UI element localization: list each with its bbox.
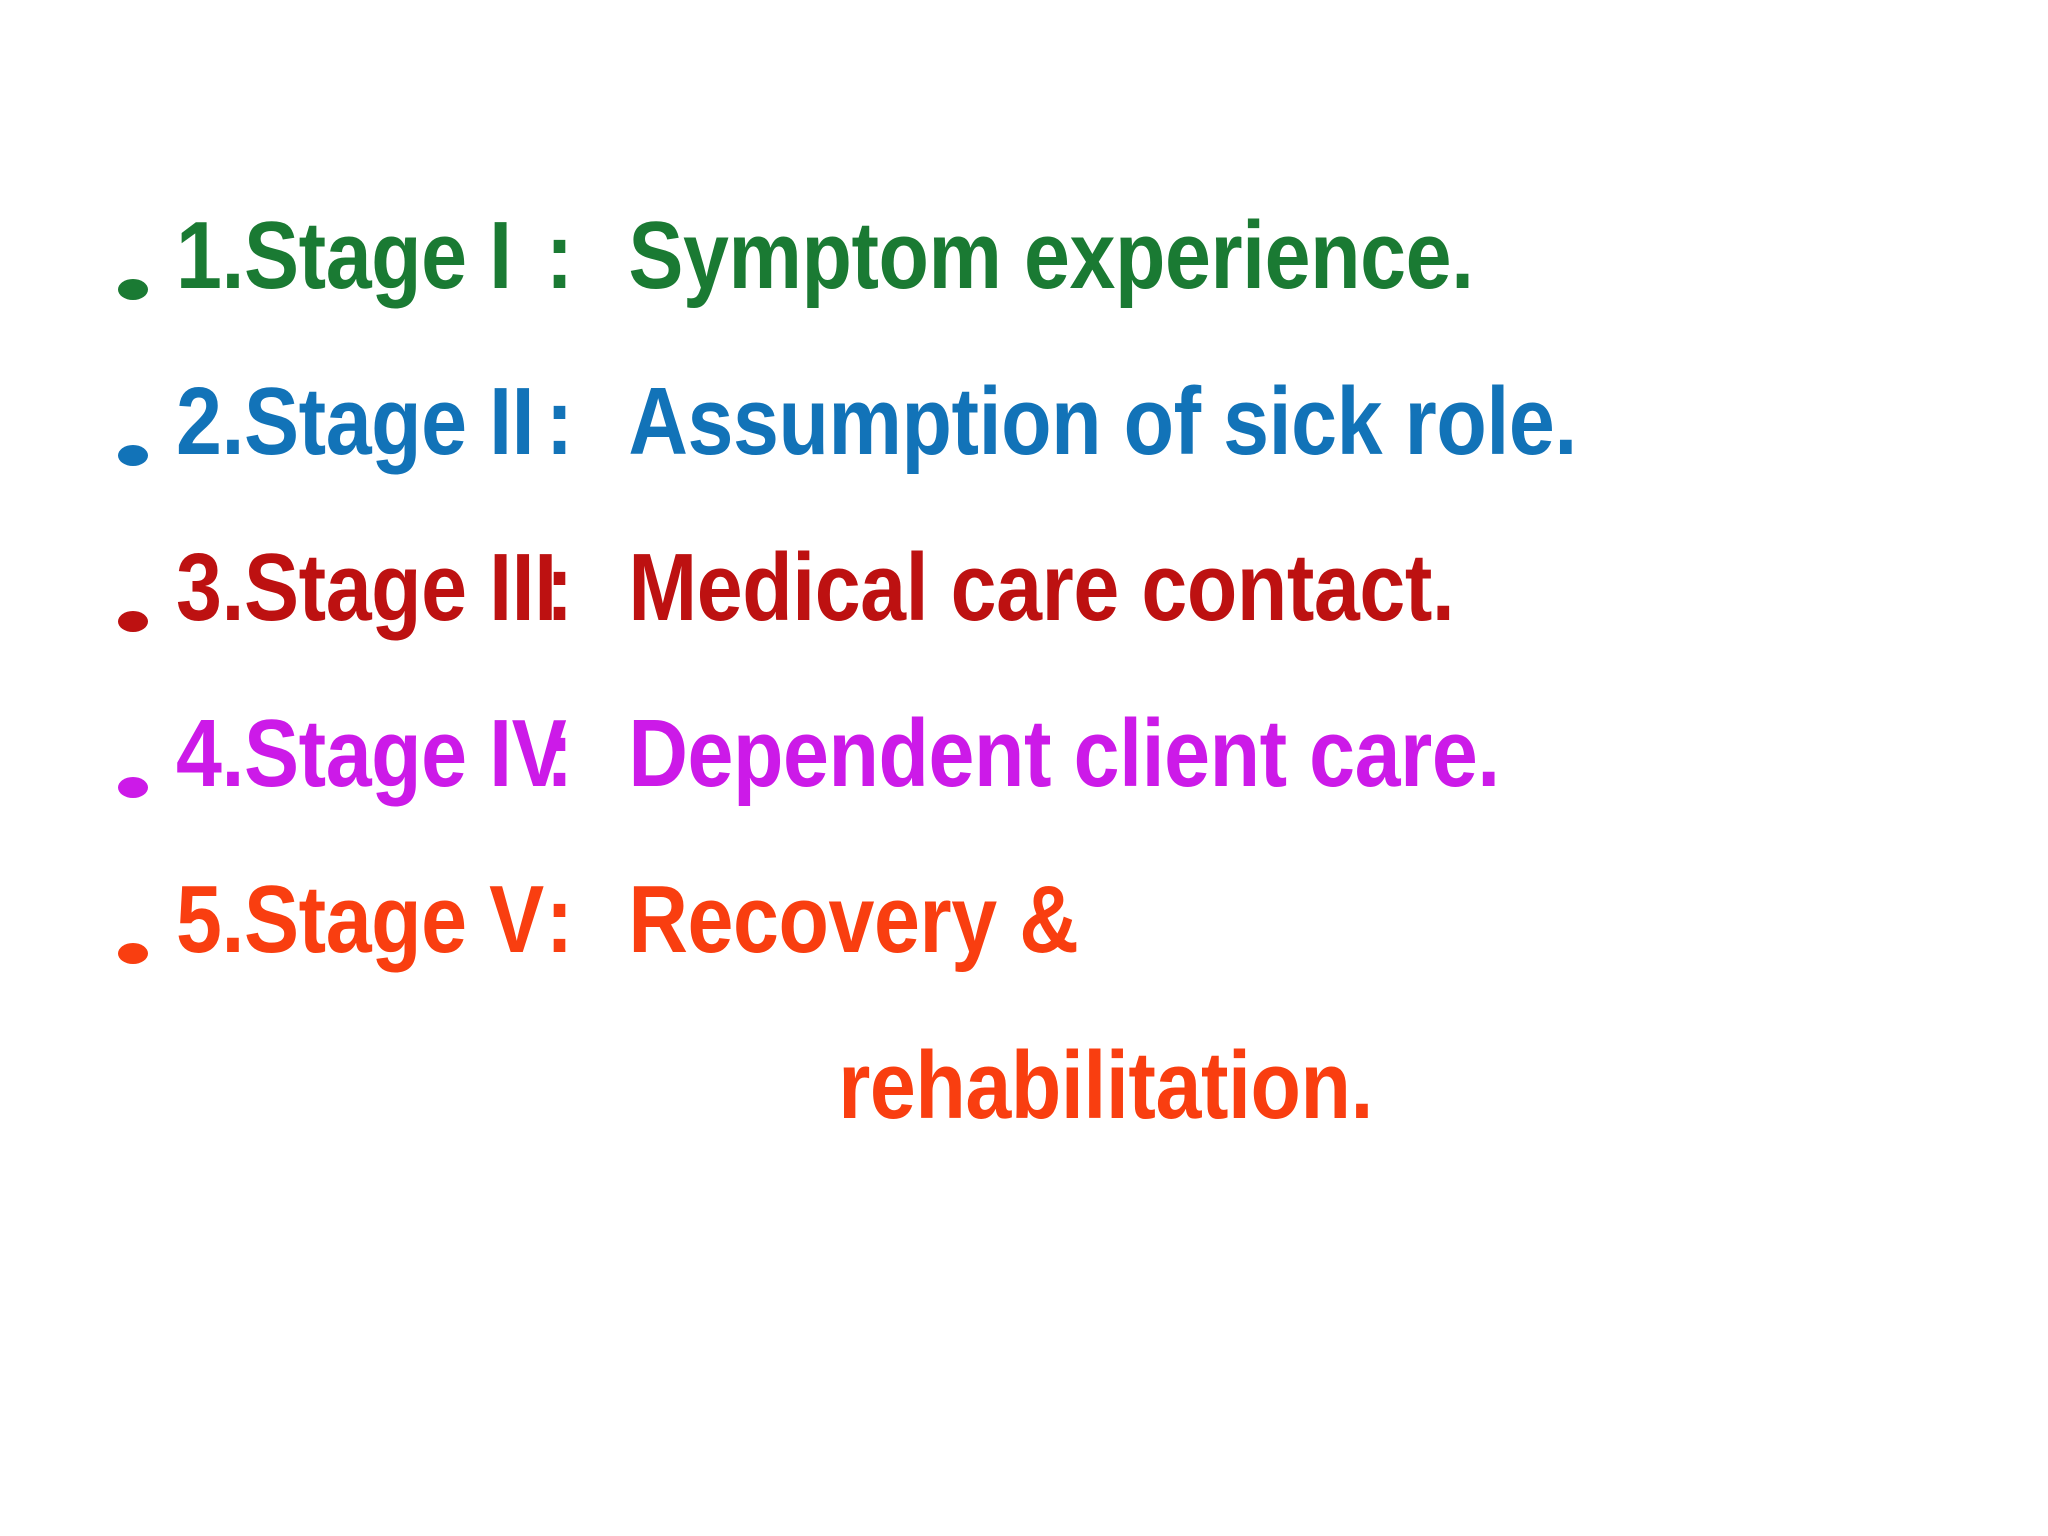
stage-label: 1.Stage I: [176, 202, 512, 309]
stage-description: Symptom experience.: [628, 202, 1474, 309]
bullet-point-icon: [118, 610, 148, 632]
list-item[interactable]: 5.Stage V : Recovery &: [0, 872, 2048, 1038]
list-item-content: 3.Stage III : Medical care contact.: [176, 534, 1455, 641]
bullet-point-icon: [118, 278, 148, 300]
list-item[interactable]: 1.Stage I : Symptom experience.: [0, 208, 2048, 374]
stage-label: 5.Stage V: [176, 866, 544, 973]
bullet-point-icon: [118, 942, 148, 964]
separator-colon: :: [545, 534, 573, 641]
separator-colon: :: [545, 700, 573, 807]
stage-description-continuation: rehabilitation.: [838, 1032, 1374, 1139]
stage-description: Medical care contact.: [628, 534, 1455, 641]
list-item[interactable]: 2.Stage II : Assumption of sick role.: [0, 374, 2048, 540]
stage-description: Dependent client care.: [628, 700, 1500, 807]
list-item[interactable]: 3.Stage III : Medical care contact.: [0, 540, 2048, 706]
stage-label: 4.Stage IV: [176, 700, 567, 807]
stage-label: 3.Stage III: [176, 534, 557, 641]
separator-colon: :: [545, 866, 573, 973]
list-item-content: 2.Stage II : Assumption of sick role.: [176, 374, 1577, 470]
list-item-content: 1.Stage I : Symptom experience.: [176, 208, 1474, 304]
list-item-continuation: rehabilitation.: [0, 1038, 2048, 1204]
list-item-content: 5.Stage V : Recovery &: [176, 866, 1079, 973]
stages-bullet-list: 1.Stage I : Symptom experience. 2.Stage …: [0, 208, 2048, 1204]
separator-colon: :: [545, 368, 573, 475]
list-item-content: 4.Stage IV : Dependent client care.: [176, 706, 1500, 802]
separator-colon: :: [545, 202, 573, 309]
list-item[interactable]: 4.Stage IV : Dependent client care.: [0, 706, 2048, 872]
stage-description: Recovery &: [628, 866, 1079, 973]
bullet-point-icon: [118, 444, 148, 466]
bullet-point-icon: [118, 776, 148, 798]
stage-label: 2.Stage II: [176, 368, 535, 475]
stage-description: Assumption of sick role.: [628, 368, 1577, 475]
